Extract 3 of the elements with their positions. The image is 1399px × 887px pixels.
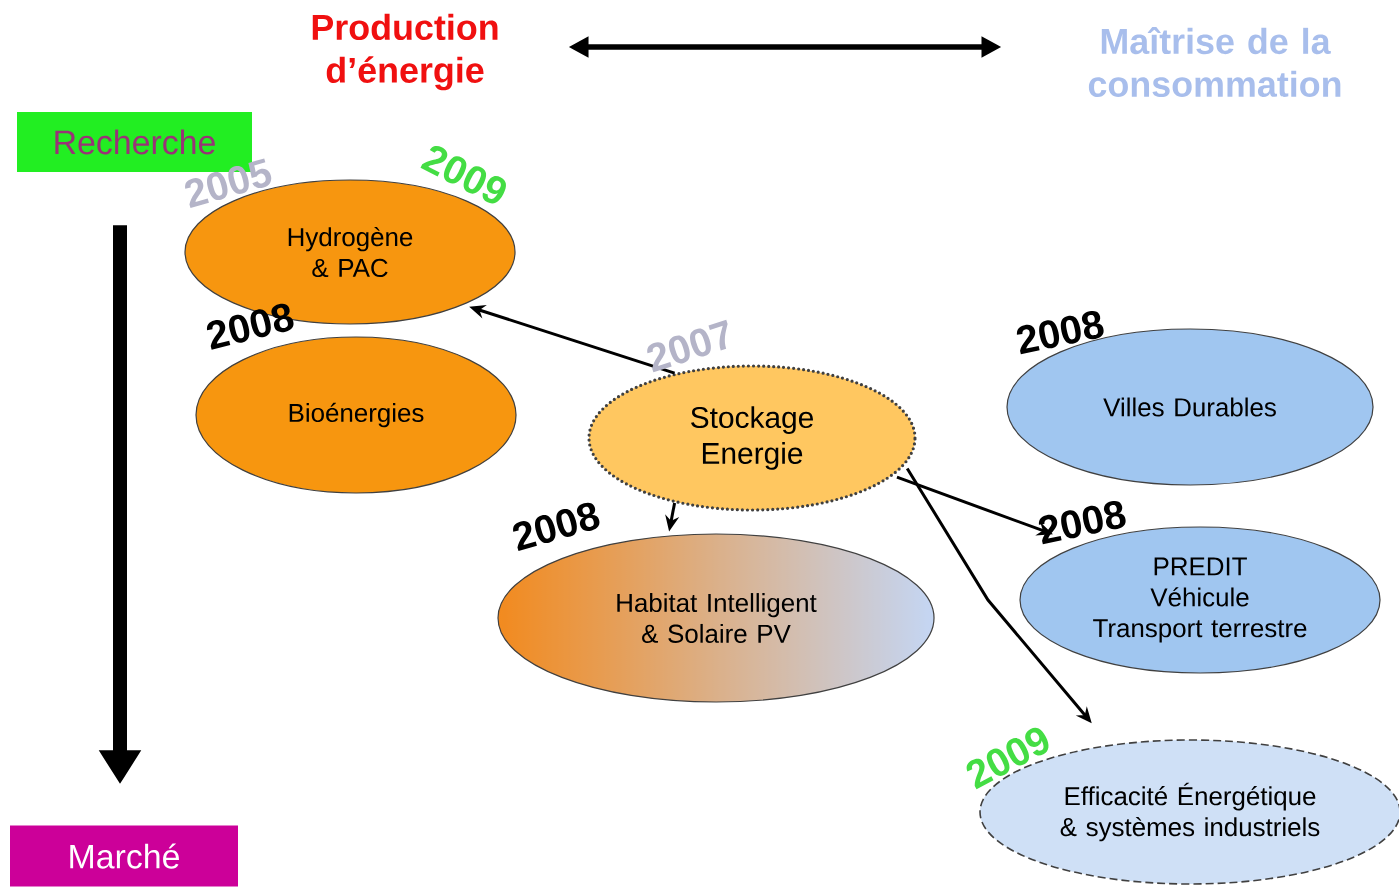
- label-box: Marché: [10, 825, 238, 887]
- heading-text: Maîtrise de la consommation: [1088, 27, 1341, 97]
- heading-text: Production d’énergie: [312, 13, 498, 91]
